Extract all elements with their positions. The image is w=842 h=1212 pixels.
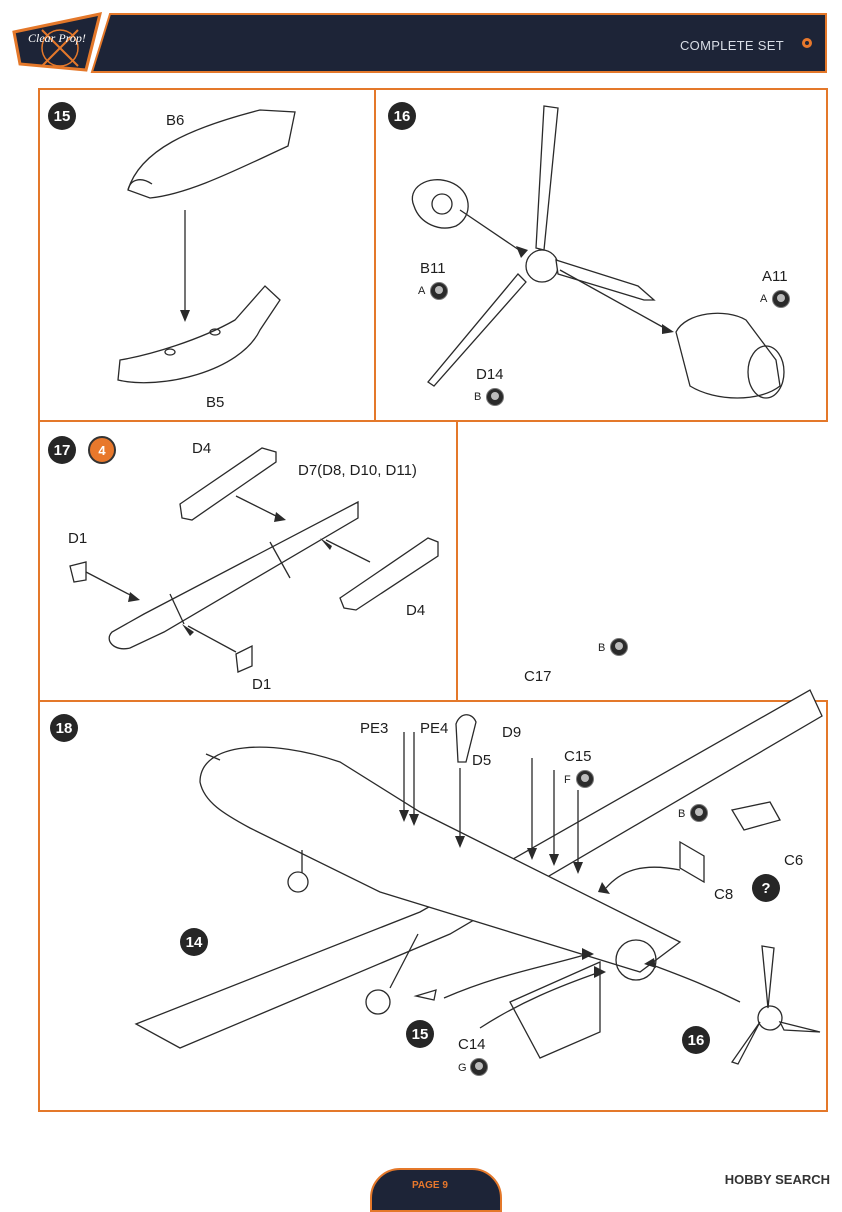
paint-code-c6: B (678, 808, 686, 820)
reference-badge-15: 15 (406, 1020, 434, 1048)
paint-code-c15: F (564, 774, 571, 786)
step-16-panel: 16 B11 A A11 A D14 B (374, 88, 828, 422)
step-number-badge: 16 (388, 102, 416, 130)
part-label-d5: D5 (472, 752, 492, 769)
part-label-c6: C6 (784, 852, 804, 869)
watermark-text: HOBBY SEARCH (724, 1172, 830, 1187)
paint-code-d14: B (474, 391, 482, 403)
part-b5-drawing (117, 285, 281, 384)
propeller-drawing (411, 105, 785, 399)
page-number: PAGE 9 (412, 1180, 448, 1191)
reference-badge-14: 14 (180, 928, 208, 956)
paint-brush-icon (610, 638, 628, 656)
paint-brush-icon (486, 388, 504, 406)
part-label-c14: C14 (458, 1036, 486, 1053)
clear-prop-logo: Clear Prop! (12, 12, 103, 72)
part-label-c15: C15 (564, 748, 592, 765)
part-label-d1-bottom: D1 (252, 676, 272, 693)
paint-brush-icon (470, 1058, 488, 1076)
part-label-b6: B6 (166, 112, 185, 129)
step-15-panel: 15 B6 B5 (38, 88, 376, 422)
part-label-d7: D7(D8, D10, D11) (298, 462, 417, 479)
settings-gear-icon (802, 38, 812, 48)
aircraft-drawing (134, 689, 823, 1065)
header-banner (0, 0, 842, 73)
step-number-badge: 17 (48, 436, 76, 464)
paint-code-c17: B (598, 642, 606, 654)
part-label-pe4: PE4 (420, 720, 449, 737)
part-label-d14: D14 (476, 366, 504, 383)
part-label-c8: C8 (714, 886, 734, 903)
paint-brush-icon (772, 290, 790, 308)
paint-brush-icon (430, 282, 448, 300)
part-label-c17: C17 (524, 668, 552, 685)
paint-brush-icon (576, 770, 594, 788)
quantity-badge: 4 (88, 436, 116, 464)
step-number-badge: 18 (50, 714, 78, 742)
part-label-d9: D9 (502, 724, 522, 741)
part-label-a11: A11 (762, 268, 788, 285)
step-17-panel: 17 4 D4 D7(D8, D10, D11) D1 D4 D1 (38, 420, 458, 702)
step-18-panel: 18 PE3 (38, 638, 828, 1112)
paint-code-b11: A (418, 285, 426, 297)
part-b6-drawing (127, 109, 296, 322)
reference-badge-16: 16 (682, 1026, 710, 1054)
page-header: Clear Prop! COMPLETE SET (0, 0, 842, 80)
question-badge: ? (752, 874, 780, 902)
paint-code-a11: A (760, 293, 768, 305)
missile-drawing (69, 447, 439, 673)
paint-code-c14: G (458, 1062, 467, 1074)
set-title: COMPLETE SET (679, 38, 784, 53)
step-number-badge: 15 (48, 102, 76, 130)
svg-text:Clear Prop!: Clear Prop! (28, 31, 86, 45)
part-label-d4-bottom: D4 (406, 602, 426, 619)
part-label-pe3: PE3 (360, 720, 389, 737)
part-label-d1-top: D1 (68, 530, 88, 547)
part-label-b11: B11 (420, 260, 446, 277)
paint-brush-icon (690, 804, 708, 822)
part-label-b5: B5 (206, 394, 225, 411)
part-label-d4-top: D4 (192, 440, 212, 457)
